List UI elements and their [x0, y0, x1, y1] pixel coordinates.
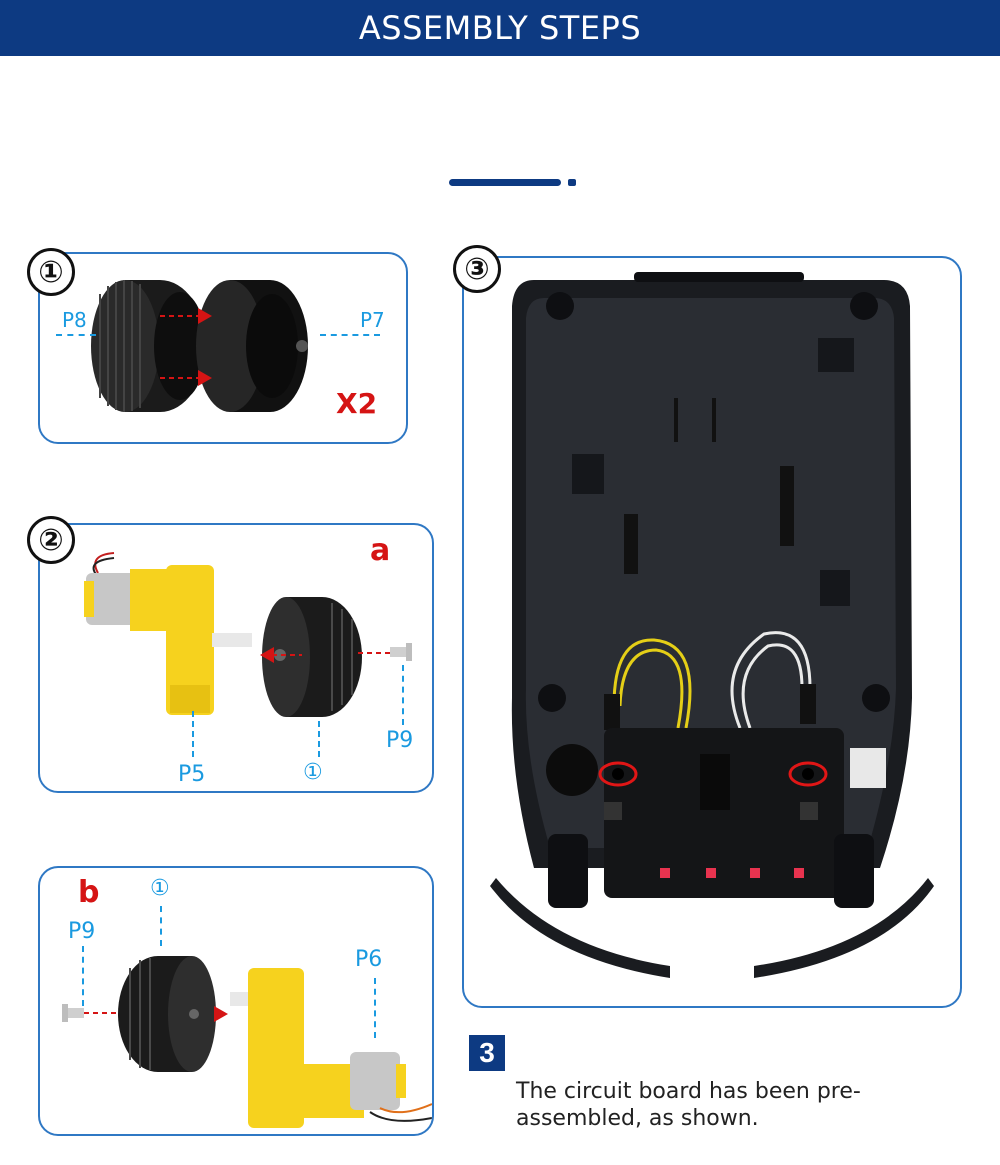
page-title: ASSEMBLY STEPS [358, 9, 642, 47]
bumper-image [490, 834, 934, 978]
motor-image [84, 565, 252, 715]
sub-step-b: b [78, 875, 100, 910]
tire-image [91, 280, 206, 412]
circuit-board-image [546, 728, 886, 898]
step-2b-illustration [62, 956, 432, 1128]
step-2a-illustration [84, 552, 412, 717]
label-p9: P9 [386, 728, 414, 753]
label-wheel: ① [150, 876, 170, 901]
label-p8: P8 [62, 308, 87, 332]
step-2b-panel [38, 866, 434, 1136]
step-1-number: ① [27, 248, 75, 296]
screw-image [390, 643, 412, 661]
step-1-panel [38, 252, 408, 444]
multiplier-x2: X2 [336, 387, 378, 420]
section-divider-dot [568, 179, 576, 186]
label-p5: P5 [178, 762, 206, 787]
label-wheel: ① [303, 760, 323, 785]
label-p7: P7 [360, 308, 385, 332]
wheel-image [262, 597, 362, 717]
caption-text: The circuit board has been pre-assembled… [516, 1079, 861, 1131]
label-p6: P6 [355, 947, 383, 972]
p8-leader-line [56, 334, 96, 336]
section-divider [449, 179, 561, 186]
p6-leader-line [374, 978, 376, 1038]
step-3-illustration [490, 272, 934, 978]
screw-image [62, 1004, 84, 1022]
step-2-number: ② [27, 516, 75, 564]
step-1-illustration [91, 280, 308, 412]
step-2a-panel [38, 523, 434, 793]
wheel-leader-line [318, 721, 320, 757]
motor-image [230, 968, 406, 1128]
wheel-leader-line [160, 906, 162, 946]
step-3-number: ③ [453, 245, 501, 293]
rim-image [196, 280, 308, 412]
label-p9: P9 [68, 919, 96, 944]
p5-leader-line [192, 711, 194, 757]
header-bar: ASSEMBLY STEPS [0, 0, 1000, 56]
caption-step-badge: 3 [469, 1035, 505, 1071]
p9-leader-line [82, 946, 84, 1006]
step-3-panel [462, 256, 962, 1008]
sub-step-a: a [370, 533, 391, 568]
p7-leader-line [320, 334, 380, 336]
p9-leader-line [402, 665, 404, 725]
wheel-image [118, 956, 216, 1072]
